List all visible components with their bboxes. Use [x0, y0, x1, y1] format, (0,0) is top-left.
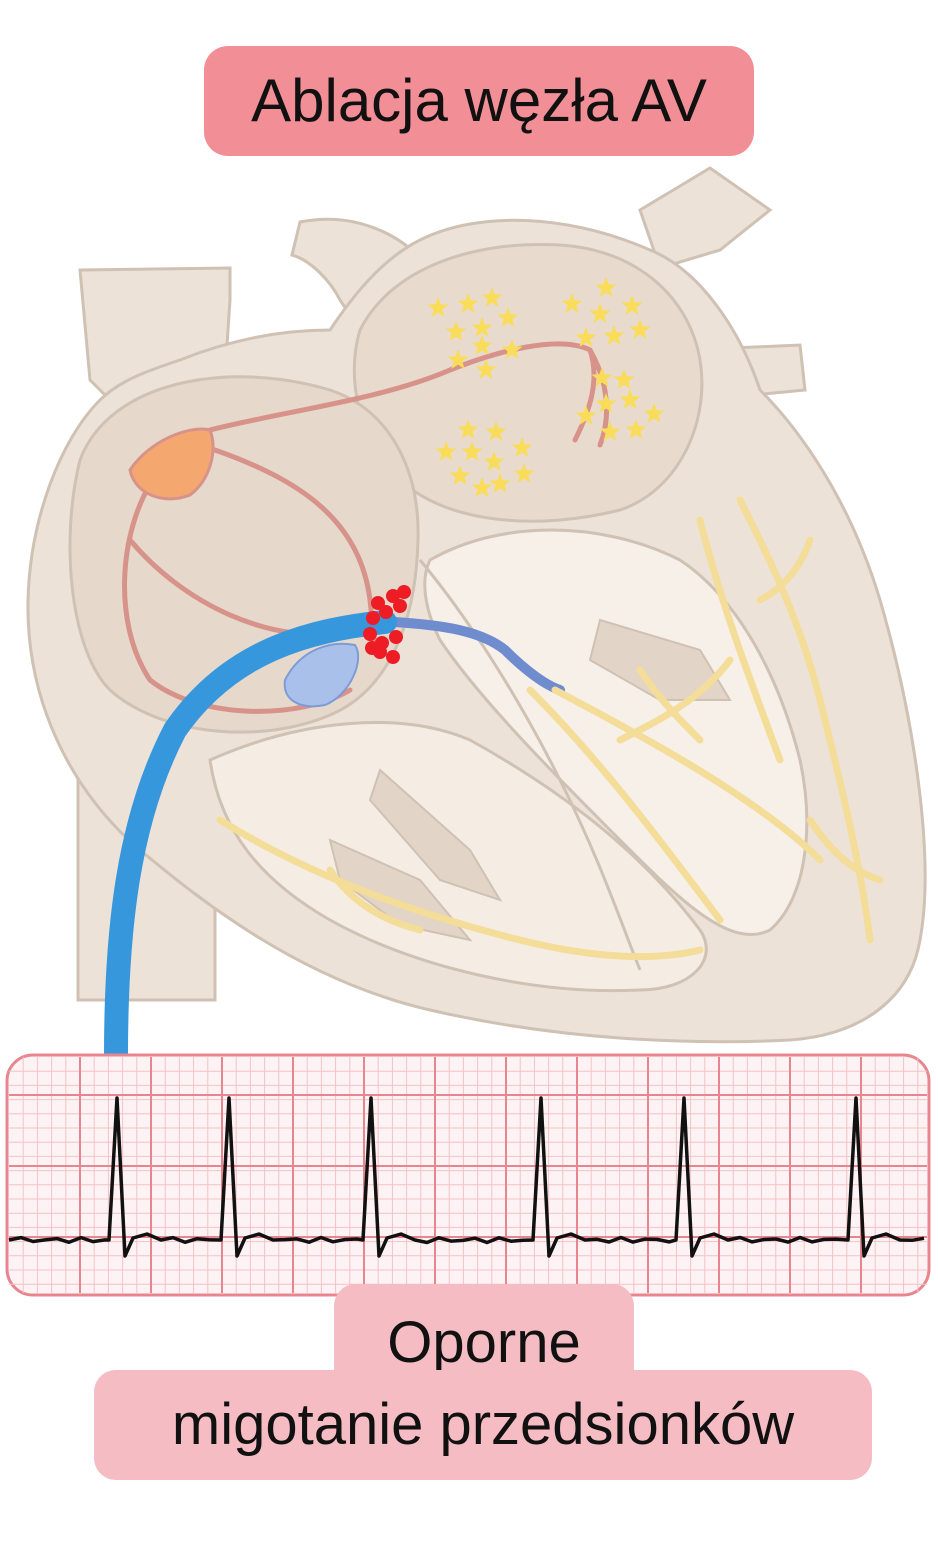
star-icon: [471, 317, 493, 337]
av-node: [283, 642, 360, 708]
star-icon: [575, 327, 597, 347]
ablation-mark: [393, 599, 407, 613]
purkinje-branch-e: [806, 816, 884, 884]
purkinje-mid-left: [696, 516, 784, 764]
star-icon: [591, 367, 613, 387]
bottom-label-line1-text: Oporne: [387, 1310, 581, 1375]
purkinje-main-left: [551, 686, 824, 864]
star-icon: [501, 339, 523, 359]
ablation-mark: [386, 650, 400, 664]
star-icon: [603, 325, 625, 345]
purkinje-branch-a: [616, 656, 734, 744]
star-icon: [489, 473, 511, 493]
star-icon: [457, 419, 479, 439]
ablation-mark: [363, 627, 377, 641]
star-icon: [643, 403, 665, 423]
catheter-icon: [104, 610, 397, 1067]
title-label: Ablacja węzła AV: [204, 46, 754, 156]
right-atrium: [68, 375, 420, 734]
ecg-strip: [5, 1053, 931, 1297]
star-icon: [589, 303, 611, 323]
fibrillation-stars: [427, 277, 665, 497]
star-icon: [513, 463, 535, 483]
star-icon: [621, 295, 643, 315]
star-icon: [471, 477, 493, 497]
purkinje-lower-right: [216, 816, 704, 961]
sa-node: [128, 427, 215, 501]
star-icon: [435, 441, 457, 461]
star-icon: [575, 405, 597, 425]
ablation-mark: [371, 596, 385, 610]
star-icon: [629, 319, 651, 339]
bottom-label-line2-text: migotanie przedsionków: [171, 1392, 795, 1457]
star-icon: [613, 369, 635, 389]
title-text: Ablacja węzła AV: [251, 67, 707, 134]
star-icon: [599, 421, 621, 441]
bundle-of-his: [390, 617, 565, 695]
left-ventricle: [423, 528, 809, 936]
ablation-mark: [379, 605, 393, 619]
star-icon: [449, 465, 471, 485]
star-icon: [475, 359, 497, 379]
pathway-outer: [122, 467, 353, 714]
ablation-mark: [365, 641, 379, 655]
pathway-bachmann: [207, 341, 593, 433]
papillary-muscle-right: [368, 768, 503, 902]
star-icon: [483, 451, 505, 471]
ablation-mark: [397, 585, 411, 599]
star-icon: [595, 393, 617, 413]
star-icon: [619, 389, 641, 409]
star-icon: [427, 297, 449, 317]
ecg-trace-icon: [8, 1096, 925, 1258]
purkinje-branch-c: [326, 866, 424, 934]
star-icon: [561, 293, 583, 313]
star-icon: [461, 441, 483, 461]
star-icon: [511, 437, 533, 457]
star-icon: [445, 321, 467, 341]
ecg-grid: [9, 1057, 927, 1293]
purkinje-branch-b: [636, 666, 704, 744]
purkinje-branch-d: [756, 536, 814, 604]
ablation-mark: [386, 589, 400, 603]
star-icon: [485, 421, 507, 441]
star-icon: [447, 349, 469, 369]
star-icon: [481, 287, 503, 307]
star-icon: [497, 307, 519, 327]
septum: [418, 559, 642, 971]
star-icon: [625, 419, 647, 439]
star-icon: [457, 293, 479, 313]
star-icon: [595, 277, 617, 297]
ablation-mark: [389, 630, 403, 644]
ablation-mark: [366, 611, 380, 625]
star-icon: [471, 335, 493, 355]
ablation-marks: [363, 585, 411, 664]
purkinje-main-right: [526, 686, 724, 924]
bottom-label-line2: migotanie przedsionków: [94, 1370, 872, 1480]
purkinje-fibers: [216, 496, 884, 961]
